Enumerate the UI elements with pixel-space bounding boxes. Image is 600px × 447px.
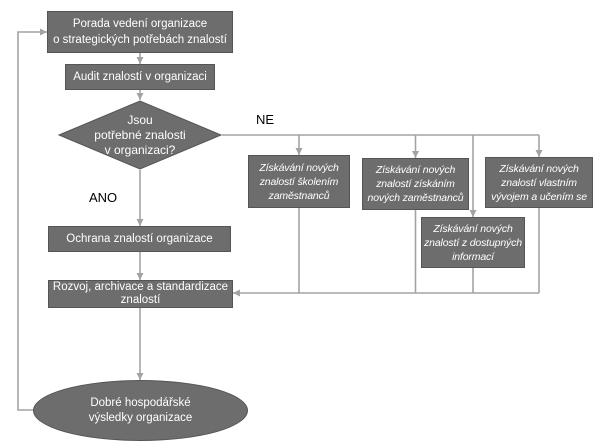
node-text-line: Ochrana znalostí organizace [66, 233, 213, 245]
node-text-line: Získávání nových [259, 161, 339, 174]
node-audit: Audit znalostí v organizaci [65, 64, 215, 90]
node-text-line: Jsou [127, 112, 153, 127]
node-text-line: v organizaci? [104, 142, 176, 157]
node-text-line: Porada vedení organizace [72, 18, 208, 30]
node-text-line: Dobré hospodářské [90, 396, 191, 409]
node-decision-diamond: Jsou potřebné znalosti v organizaci? [57, 100, 223, 170]
node-text-line: informací [452, 250, 494, 263]
node-development: Rozvoj, archivace a standardizace znalos… [48, 280, 233, 308]
node-text-line: znalostí získáním [376, 178, 455, 190]
node-text-line: Získávání nových [433, 222, 513, 235]
edge-label-no: NE [256, 112, 275, 127]
node-acquire-hiring: Získávání nových znalostí získáním novýc… [362, 158, 469, 210]
node-text-line: výsledky organizace [88, 411, 193, 424]
node-acquire-training: Získávání nových znalostí školením zaměs… [248, 155, 350, 208]
node-text-line: vývojem a učením se [491, 190, 587, 203]
node-text-line: znalostí [120, 294, 161, 306]
edge-label-yes: ANO [89, 190, 118, 205]
node-text-line: Získávání nových [375, 164, 456, 176]
node-protection: Ochrana znalostí organizace [48, 226, 231, 252]
node-text-line: zaměstnanců [268, 189, 330, 202]
node-strategy-meeting: Porada vedení organizace o strategických… [47, 11, 233, 53]
node-text-line: nových zaměstnanců [367, 192, 464, 204]
node-acquire-own-development: Získávání nových znalostí vlastním vývoj… [485, 157, 593, 208]
node-text-line: znalostí z dostupných [424, 236, 522, 249]
node-acquire-information: Získávání nových znalostí z dostupných i… [421, 217, 525, 268]
node-text-line: znalostí školením [259, 175, 339, 188]
node-text-line: potřebné znalosti [94, 127, 186, 142]
edge-result-to-strategy-meeting [17, 28, 47, 411]
node-text-line: o strategických potřebách znalostí [53, 34, 227, 46]
diamond-shape [57, 100, 223, 170]
node-result-ellipse: Dobré hospodářské výsledky organizace [33, 380, 248, 441]
node-text-line: znalostí vlastním [501, 176, 577, 189]
diamond-polygon [57, 100, 223, 170]
node-text-line: Audit znalostí v organizaci [73, 71, 207, 83]
decision-text: Jsou potřebné znalosti v organizaci? [94, 113, 185, 158]
node-text-line: Rozvoj, archivace a standardizace [52, 281, 229, 293]
node-text-line: Získávání nových [499, 162, 579, 175]
